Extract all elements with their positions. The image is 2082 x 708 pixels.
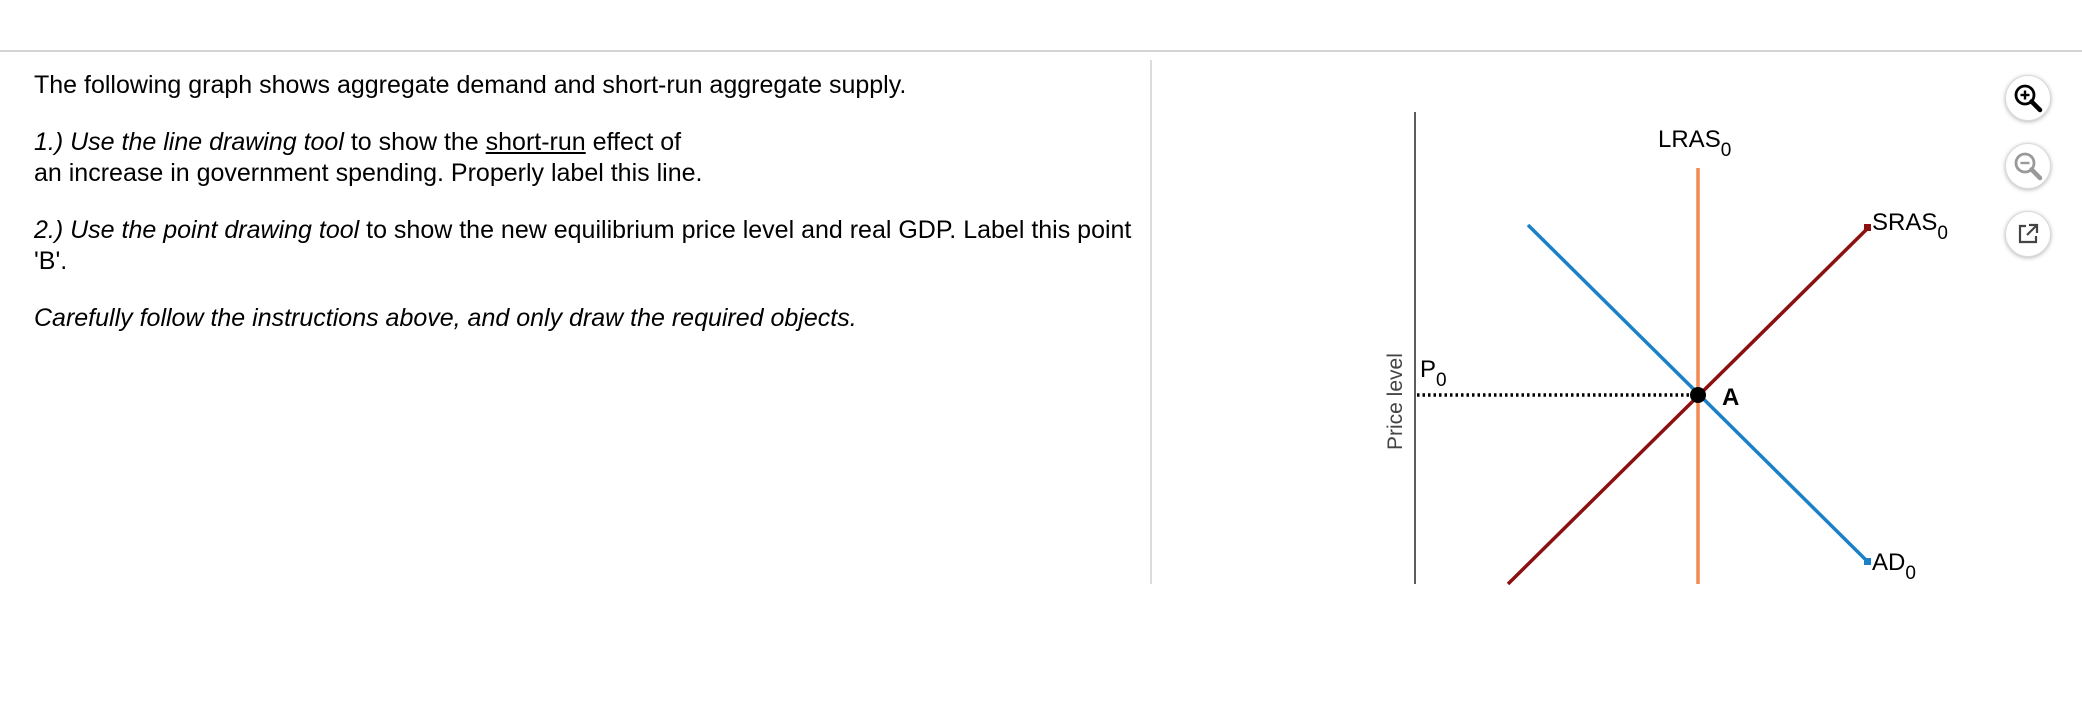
ad-endpoint[interactable]: [1864, 558, 1871, 565]
pane-divider: [1150, 60, 1152, 584]
step-2-text: to show the new equilibrium price level …: [34, 216, 1132, 275]
open-new-window-button[interactable]: [2005, 211, 2051, 257]
step-1-text-b: effect of: [585, 128, 682, 156]
question-intro: The following graph shows aggregate dema…: [34, 71, 907, 99]
graph-canvas[interactable]: Price level P0 LRAS0 AD0 SRAS0 A: [1350, 100, 1970, 590]
zoom-out-button[interactable]: [2005, 143, 2051, 189]
zoom-in-button[interactable]: [2005, 75, 2051, 121]
zoom-out-icon: [2014, 152, 2043, 181]
y-axis-label: Price level: [1384, 353, 1407, 450]
sras-line[interactable]: [1506, 226, 1870, 586]
step-1-line-2: an increase in government spending. Prop…: [34, 159, 703, 187]
question-note: Carefully follow the instructions above,…: [34, 304, 857, 332]
graph-toolbar: [2005, 75, 2055, 279]
question-step-2: 2.) Use the point drawing tool to show t…: [34, 215, 1144, 277]
equilibrium-point-label: A: [1722, 384, 1739, 411]
step-1-text-a: to show the: [343, 128, 486, 156]
ad-label: AD0: [1872, 549, 1916, 584]
lras-label: LRAS0: [1658, 126, 1731, 161]
graph-panel[interactable]: Price level P0 LRAS0 AD0 SRAS0 A: [1350, 100, 1970, 590]
price-level-label: P0: [1420, 356, 1447, 391]
step-1-tool-instruction: 1.) Use the line drawing tool: [34, 128, 344, 156]
top-divider: [0, 50, 2082, 52]
zoom-in-icon: [2014, 84, 2043, 113]
external-link-icon: [2018, 223, 2039, 244]
step-2-tool-instruction: 2.) Use the point drawing tool: [34, 216, 360, 244]
step-1-short-run-term: short-run: [485, 128, 586, 156]
equilibrium-point-a[interactable]: [1690, 387, 1706, 403]
question-step-1: 1.) Use the line drawing tool to show th…: [34, 127, 1144, 189]
sras-label: SRAS0: [1872, 209, 1948, 244]
sras-endpoint[interactable]: [1864, 224, 1871, 231]
question-text: The following graph shows aggregate dema…: [34, 70, 1144, 360]
